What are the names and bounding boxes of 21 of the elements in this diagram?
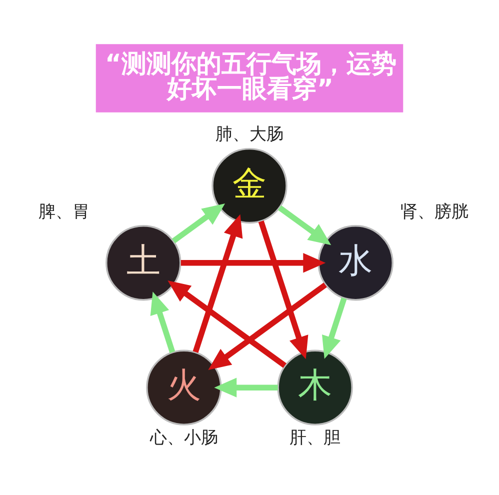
node-label: 心、小肠 — [150, 427, 218, 448]
node-label: 肾、膀胱 — [400, 201, 469, 222]
node-label: 脾、胃 — [38, 201, 90, 222]
arrow — [192, 214, 243, 352]
node-circle: 金 — [212, 147, 288, 224]
diagram-title: “测测你的五行气场，运势好坏一眼看穿” — [104, 48, 396, 103]
arrow — [214, 377, 278, 397]
node-circle: 火 — [146, 349, 222, 425]
node-label: 肺、大肠 — [215, 124, 284, 144]
arrow — [180, 252, 326, 272]
arrow — [278, 204, 332, 245]
node-circle: 土 — [106, 224, 182, 300]
arrow — [150, 291, 176, 353]
arrow — [208, 282, 327, 370]
node-label: 肝、胆 — [289, 427, 340, 448]
node-circle: 水 — [318, 224, 394, 300]
arrow — [172, 203, 226, 243]
node-circle: 木 — [277, 349, 353, 425]
arrow — [322, 296, 347, 358]
arrow — [168, 280, 286, 368]
arrow — [258, 220, 308, 359]
